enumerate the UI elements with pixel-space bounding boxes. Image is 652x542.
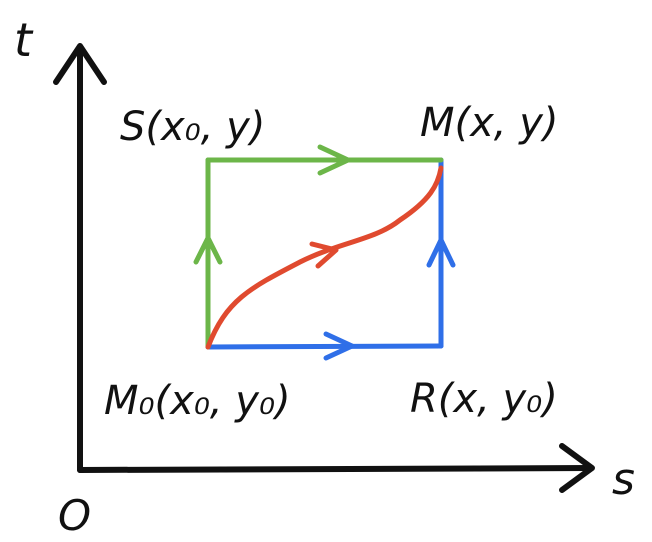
- point-label-m0: M₀(x₀, y₀): [104, 378, 291, 424]
- t-axis-arrowhead: [53, 43, 107, 85]
- s-axis-arrowhead: [559, 443, 595, 493]
- s-axis-line: [77, 465, 593, 473]
- t-axis-label: t: [14, 13, 34, 67]
- red-arrow: [309, 241, 339, 269]
- blue-arrow-right: [323, 331, 355, 361]
- green-arrow-right: [317, 144, 351, 176]
- point-label-s: S(x₀, y): [120, 104, 265, 150]
- s-axis-label: s: [612, 454, 635, 505]
- blue-arrow-up: [426, 237, 456, 268]
- blue-path-m0-to-r: [205, 343, 444, 350]
- green-arrow-up: [193, 235, 223, 265]
- point-label-m: M(x, y): [420, 100, 559, 146]
- point-label-r: R(x, y₀): [410, 376, 558, 422]
- red-curve-m0-to-m: [205, 165, 444, 350]
- origin-label: O: [58, 491, 91, 540]
